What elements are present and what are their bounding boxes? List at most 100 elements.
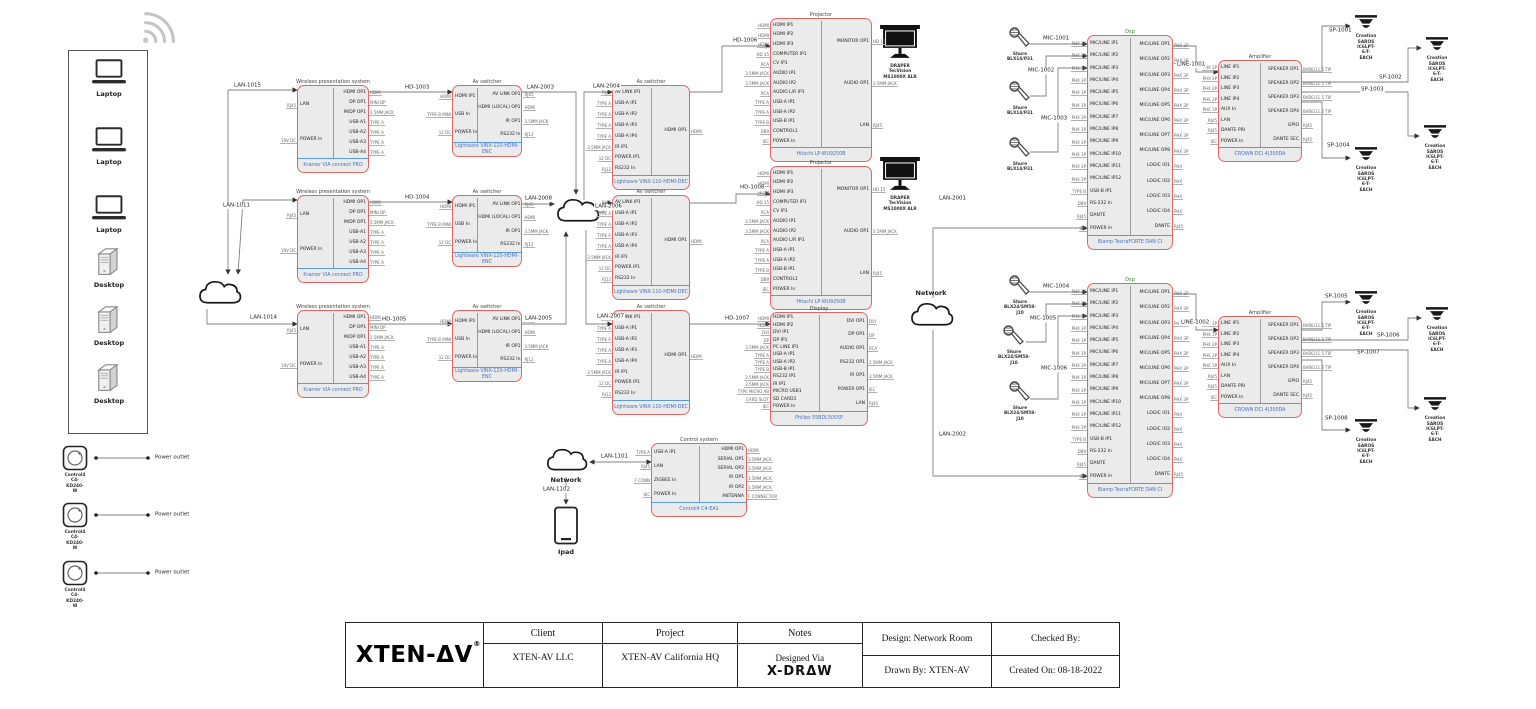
cloud-icon[interactable] bbox=[908, 300, 954, 333]
connector-label: TYPE B bbox=[754, 267, 770, 274]
port-label-mic-line-ip11: MIC/LINE IP11 bbox=[1090, 164, 1122, 170]
connector-label: IEC bbox=[1209, 394, 1218, 401]
port-label-mic-line-ip10: MIC/LINE IP10 bbox=[1090, 151, 1122, 157]
port-label-mic-line-ip2: MIC/LINE IP2 bbox=[1090, 301, 1119, 307]
port-label-logic-io4: LOGIC IO4 bbox=[1146, 456, 1170, 462]
desktop-icon[interactable] bbox=[94, 362, 124, 398]
port-label-hdmi-op1: HDMI OP1 bbox=[664, 128, 687, 134]
caption-line: IC6LPT- bbox=[1357, 320, 1375, 326]
port-label-dante-pri: DANTE PRI bbox=[1221, 128, 1246, 133]
connector-label: HDMI bbox=[757, 42, 770, 49]
port-label-power-ip1: POWER IP1 bbox=[615, 380, 641, 386]
port-label-hdmi-ip1: HDMI IP1 bbox=[455, 203, 476, 209]
mic-icon[interactable] bbox=[1002, 324, 1026, 352]
laptop-icon[interactable] bbox=[88, 194, 130, 227]
port-label-ir-op1: IR OP1 bbox=[505, 118, 521, 124]
connector-label: RJ45 bbox=[285, 212, 297, 219]
port-label-dp-op1: DP OP1 bbox=[349, 209, 366, 215]
caption-line: 6-T- bbox=[1432, 342, 1442, 348]
port-label-speaker-op4: SPEAKER OP4 bbox=[1268, 364, 1299, 370]
caption-line: SAROS bbox=[1357, 443, 1375, 449]
speaker-icon[interactable] bbox=[1353, 290, 1379, 312]
screen-icon[interactable] bbox=[878, 156, 922, 198]
desktop-icon[interactable] bbox=[94, 246, 124, 282]
speaker-icon[interactable] bbox=[1422, 124, 1448, 146]
speaker-icon[interactable] bbox=[1422, 396, 1448, 418]
wire-label-line-1001: LINE-1001 bbox=[1176, 61, 1207, 68]
tablet-icon[interactable] bbox=[553, 506, 579, 549]
caption-line: Creation bbox=[1355, 166, 1377, 172]
port-label-dvi-op1: DVI OP1 bbox=[846, 318, 865, 324]
desktop-icon[interactable] bbox=[94, 304, 124, 340]
outlet-icon[interactable] bbox=[62, 445, 88, 475]
mic-icon[interactable] bbox=[1008, 80, 1032, 108]
registered-mark: ® bbox=[473, 640, 481, 648]
laptop-icon[interactable] bbox=[88, 58, 130, 91]
connector-label: IEC bbox=[761, 139, 770, 146]
cloud-icon[interactable] bbox=[554, 196, 600, 229]
port-label-ir-op1: IR OP1 bbox=[505, 343, 521, 349]
connector-label: 3.5MM JACK bbox=[744, 382, 770, 389]
speaker-icon[interactable] bbox=[1353, 146, 1379, 168]
port-label-hdmi-ip2: HDMI IP2 bbox=[773, 180, 794, 186]
wifi-icon[interactable] bbox=[136, 10, 178, 47]
mic-icon[interactable] bbox=[1008, 26, 1032, 54]
speaker-icon[interactable] bbox=[1353, 14, 1379, 36]
cloud-icon[interactable] bbox=[196, 278, 242, 311]
mic-icon[interactable] bbox=[1008, 136, 1032, 164]
connector-label: PHX 3P bbox=[1070, 127, 1087, 134]
speaker-icon[interactable] bbox=[1424, 306, 1450, 328]
port-label-lan: LAN bbox=[859, 270, 869, 276]
desktop-label: Desktop bbox=[93, 396, 125, 405]
cloud-icon[interactable] bbox=[544, 446, 588, 477]
outlet-icon[interactable] bbox=[62, 560, 88, 590]
speaker-icon[interactable] bbox=[1424, 36, 1450, 58]
port-label-mic-line-ip1: MIC/LINE IP1 bbox=[1090, 40, 1119, 46]
laptop-icon[interactable] bbox=[88, 126, 130, 159]
mic-icon[interactable] bbox=[1008, 380, 1032, 408]
wire-label-sp-1005: SP-1005 bbox=[1324, 293, 1349, 300]
port-label-lan: LAN bbox=[300, 212, 310, 218]
mic-icon[interactable] bbox=[1008, 274, 1032, 302]
screen-icon[interactable] bbox=[878, 24, 922, 66]
outlet-icon[interactable] bbox=[62, 502, 88, 532]
speaker-icon[interactable] bbox=[1353, 418, 1379, 440]
